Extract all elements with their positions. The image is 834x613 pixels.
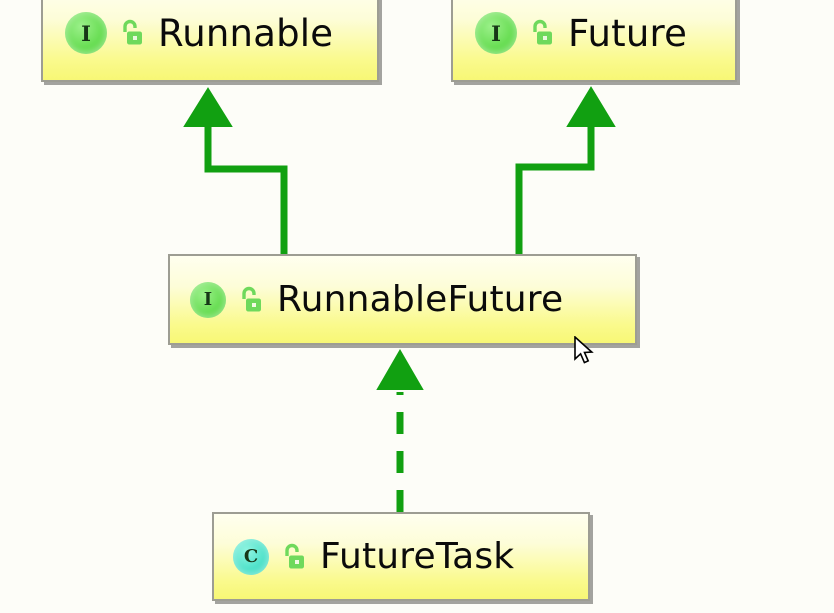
node-content: I Runnable — [43, 12, 377, 55]
generalization-arrowhead — [183, 87, 233, 127]
edge-line — [515, 124, 595, 254]
node-content: I RunnableFuture — [170, 279, 635, 320]
node-label: Runnable — [158, 11, 334, 55]
edge-line — [204, 124, 288, 254]
uml-node-runnablefuture[interactable]: I RunnableFuture — [168, 254, 637, 345]
node-label: Future — [568, 11, 688, 55]
node-content: I Future — [453, 12, 735, 55]
open-padlock-icon — [285, 543, 304, 568]
node-content: C FutureTask — [214, 536, 588, 577]
uml-node-future[interactable]: I Future — [451, 0, 737, 82]
generalization-arrowhead — [566, 86, 616, 127]
edge-runnablefuture-to-runnable — [183, 87, 288, 254]
realization-arrowhead — [376, 349, 424, 390]
edge-runnablefuture-to-future — [515, 86, 616, 254]
open-padlock-icon — [242, 286, 261, 311]
uml-node-runnable[interactable]: I Runnable — [41, 0, 379, 82]
class-badge-icon: C — [233, 538, 269, 575]
interface-badge-icon: I — [190, 281, 226, 318]
interface-badge-icon: I — [65, 12, 107, 54]
edge-futuretask-to-runnablefuture — [376, 349, 424, 512]
uml-node-futuretask[interactable]: C FutureTask — [212, 512, 590, 601]
interface-badge-icon: I — [475, 12, 517, 54]
node-label: FutureTask — [320, 536, 515, 577]
open-padlock-icon — [123, 19, 142, 45]
open-padlock-icon — [533, 19, 552, 45]
node-label: RunnableFuture — [277, 279, 564, 320]
